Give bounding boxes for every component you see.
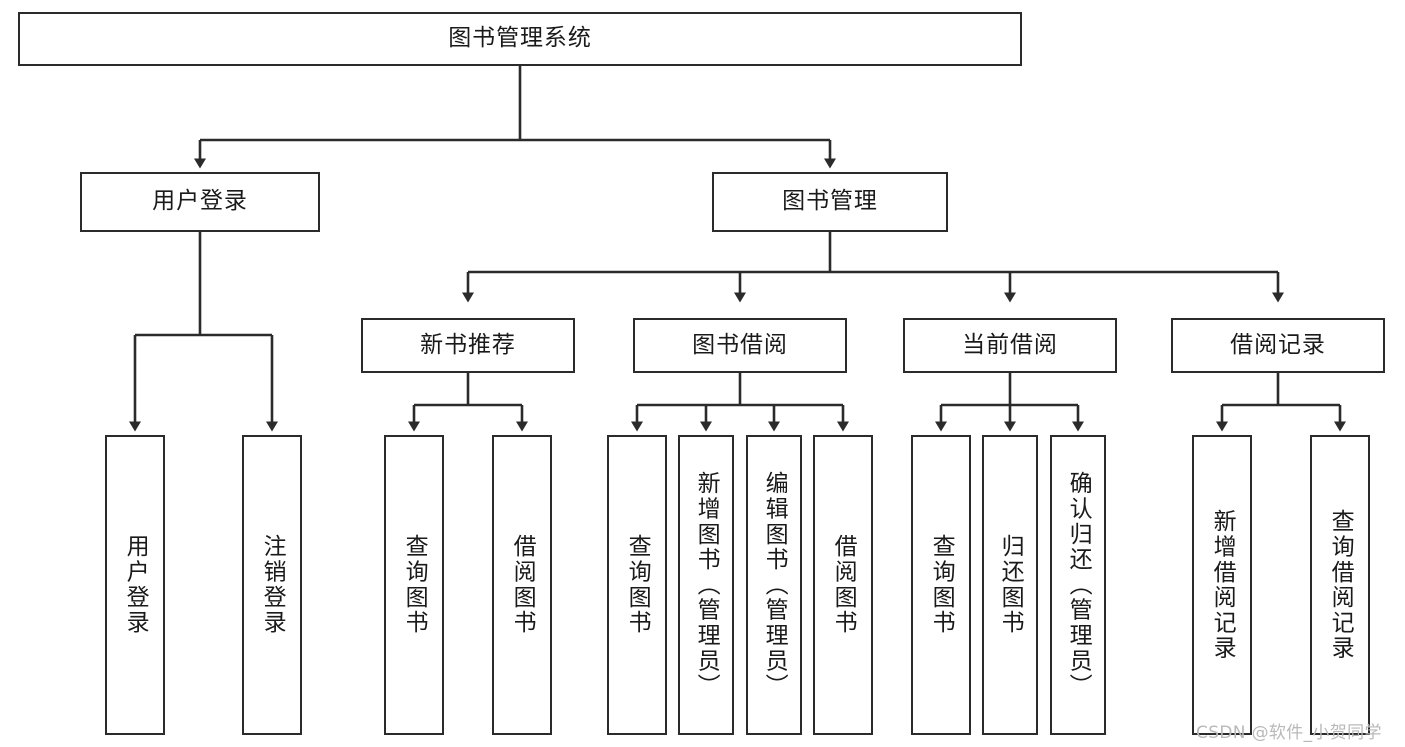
leaf-borrow-book-1[interactable]: 借阅图书 [492, 435, 552, 735]
leaf-add-record[interactable]: 新增借阅记录 [1192, 435, 1252, 735]
leaf-query-book-3[interactable]: 查询图书 [911, 435, 971, 735]
node-root-label: 图书管理系统 [448, 25, 592, 52]
leaf-query-book-2-label: 查询图书 [624, 534, 651, 636]
node-book-manage[interactable]: 图书管理 [712, 172, 948, 232]
leaf-return-book-label: 归还图书 [997, 534, 1024, 636]
node-book-borrow[interactable]: 图书借阅 [633, 318, 847, 373]
node-new-book-recommend-label: 新书推荐 [420, 331, 516, 358]
node-current-borrow[interactable]: 当前借阅 [903, 318, 1117, 373]
node-new-book-recommend[interactable]: 新书推荐 [361, 318, 575, 373]
leaf-user-logout-label: 注销登录 [259, 534, 286, 636]
leaf-add-record-label: 新增借阅记录 [1209, 509, 1236, 661]
node-book-manage-label: 图书管理 [782, 188, 878, 215]
node-borrow-record-label: 借阅记录 [1230, 331, 1326, 358]
leaf-user-logout[interactable]: 注销登录 [242, 435, 302, 735]
leaf-query-book-3-label: 查询图书 [928, 534, 955, 636]
leaf-query-book-1-label: 查询图书 [401, 534, 428, 636]
node-borrow-record[interactable]: 借阅记录 [1171, 318, 1385, 373]
leaf-borrow-book-2-label: 借阅图书 [830, 534, 857, 636]
leaf-edit-book[interactable]: 编辑图书（管理员） [746, 435, 802, 735]
csdn-watermark: CSDN @软件_小贺同学 [1196, 723, 1382, 743]
leaf-confirm-return-label: 确认归还（管理员） [1065, 471, 1092, 699]
leaf-borrow-book-2[interactable]: 借阅图书 [813, 435, 873, 735]
leaf-borrow-book-1-label: 借阅图书 [509, 534, 536, 636]
leaf-query-book-1[interactable]: 查询图书 [384, 435, 444, 735]
node-user-login-label: 用户登录 [152, 188, 248, 215]
node-book-borrow-label: 图书借阅 [692, 331, 788, 358]
leaf-user-login[interactable]: 用户登录 [105, 435, 165, 735]
leaf-add-book[interactable]: 新增图书（管理员） [678, 435, 734, 735]
leaf-add-book-label: 新增图书（管理员） [693, 471, 720, 699]
leaf-edit-book-label: 编辑图书（管理员） [761, 471, 788, 699]
leaf-user-login-label: 用户登录 [122, 534, 149, 636]
node-user-login[interactable]: 用户登录 [80, 172, 320, 232]
leaf-query-book-2[interactable]: 查询图书 [607, 435, 667, 735]
leaf-return-book[interactable]: 归还图书 [982, 435, 1038, 735]
node-current-borrow-label: 当前借阅 [962, 331, 1058, 358]
leaf-query-record-label: 查询借阅记录 [1327, 509, 1354, 661]
leaf-confirm-return[interactable]: 确认归还（管理员） [1050, 435, 1106, 735]
leaf-query-record[interactable]: 查询借阅记录 [1310, 435, 1370, 735]
node-root[interactable]: 图书管理系统 [18, 12, 1022, 66]
